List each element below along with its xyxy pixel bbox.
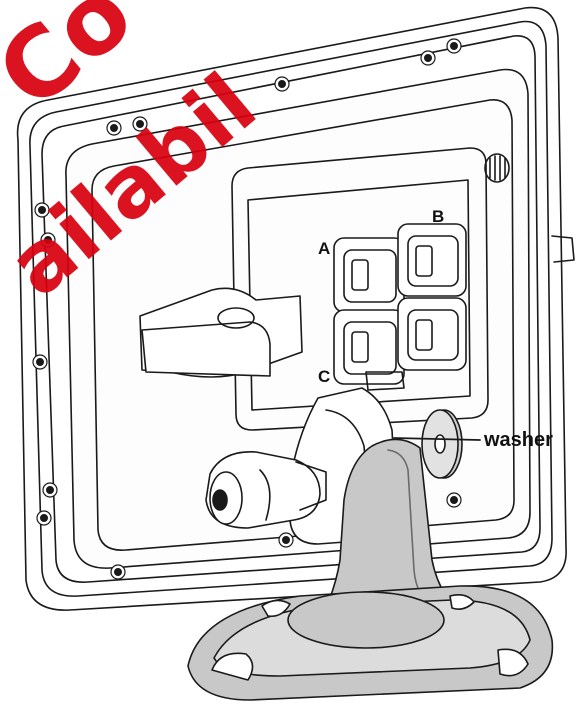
screw-socket (37, 206, 46, 215)
rear-housing-inner (91, 99, 515, 551)
screw-socket (109, 123, 118, 132)
mount-base-boss (287, 591, 445, 649)
connector-port-c (333, 309, 405, 385)
connector-latch (365, 371, 405, 391)
unit-bezel-inner (29, 20, 553, 597)
washer-label: washer (483, 429, 553, 451)
screw-socket (450, 41, 459, 50)
connector-panel (231, 147, 489, 431)
screw-socket (39, 513, 48, 522)
connector-port-a (333, 237, 405, 313)
side-tab (551, 235, 575, 263)
screw-socket (45, 486, 54, 495)
connector-port-d (397, 297, 467, 371)
mounting-knob (205, 451, 327, 529)
unit-bezel-lip (41, 35, 541, 583)
bracket-arm-face (141, 321, 271, 377)
speaker-grille (484, 153, 510, 183)
port-label-c: C (318, 367, 330, 386)
screw-socket (113, 567, 122, 576)
mount-base-slots (211, 594, 529, 681)
screw-socket (424, 53, 433, 62)
washer-callout-line (393, 437, 481, 441)
screw-socket (278, 79, 287, 88)
screw-socket (282, 535, 291, 544)
screw-socket (43, 236, 52, 245)
port-label-b: B (432, 207, 444, 226)
washer (421, 409, 463, 479)
gimbal-bracket-edge (325, 409, 371, 513)
bracket-pivot-hole (217, 307, 255, 329)
port-label-a: A (318, 239, 330, 258)
screw-socket (35, 358, 44, 367)
screw-socket (450, 496, 459, 505)
screw-socket (136, 119, 145, 128)
bezel-screws (32, 38, 462, 580)
connector-port-b (397, 223, 467, 297)
